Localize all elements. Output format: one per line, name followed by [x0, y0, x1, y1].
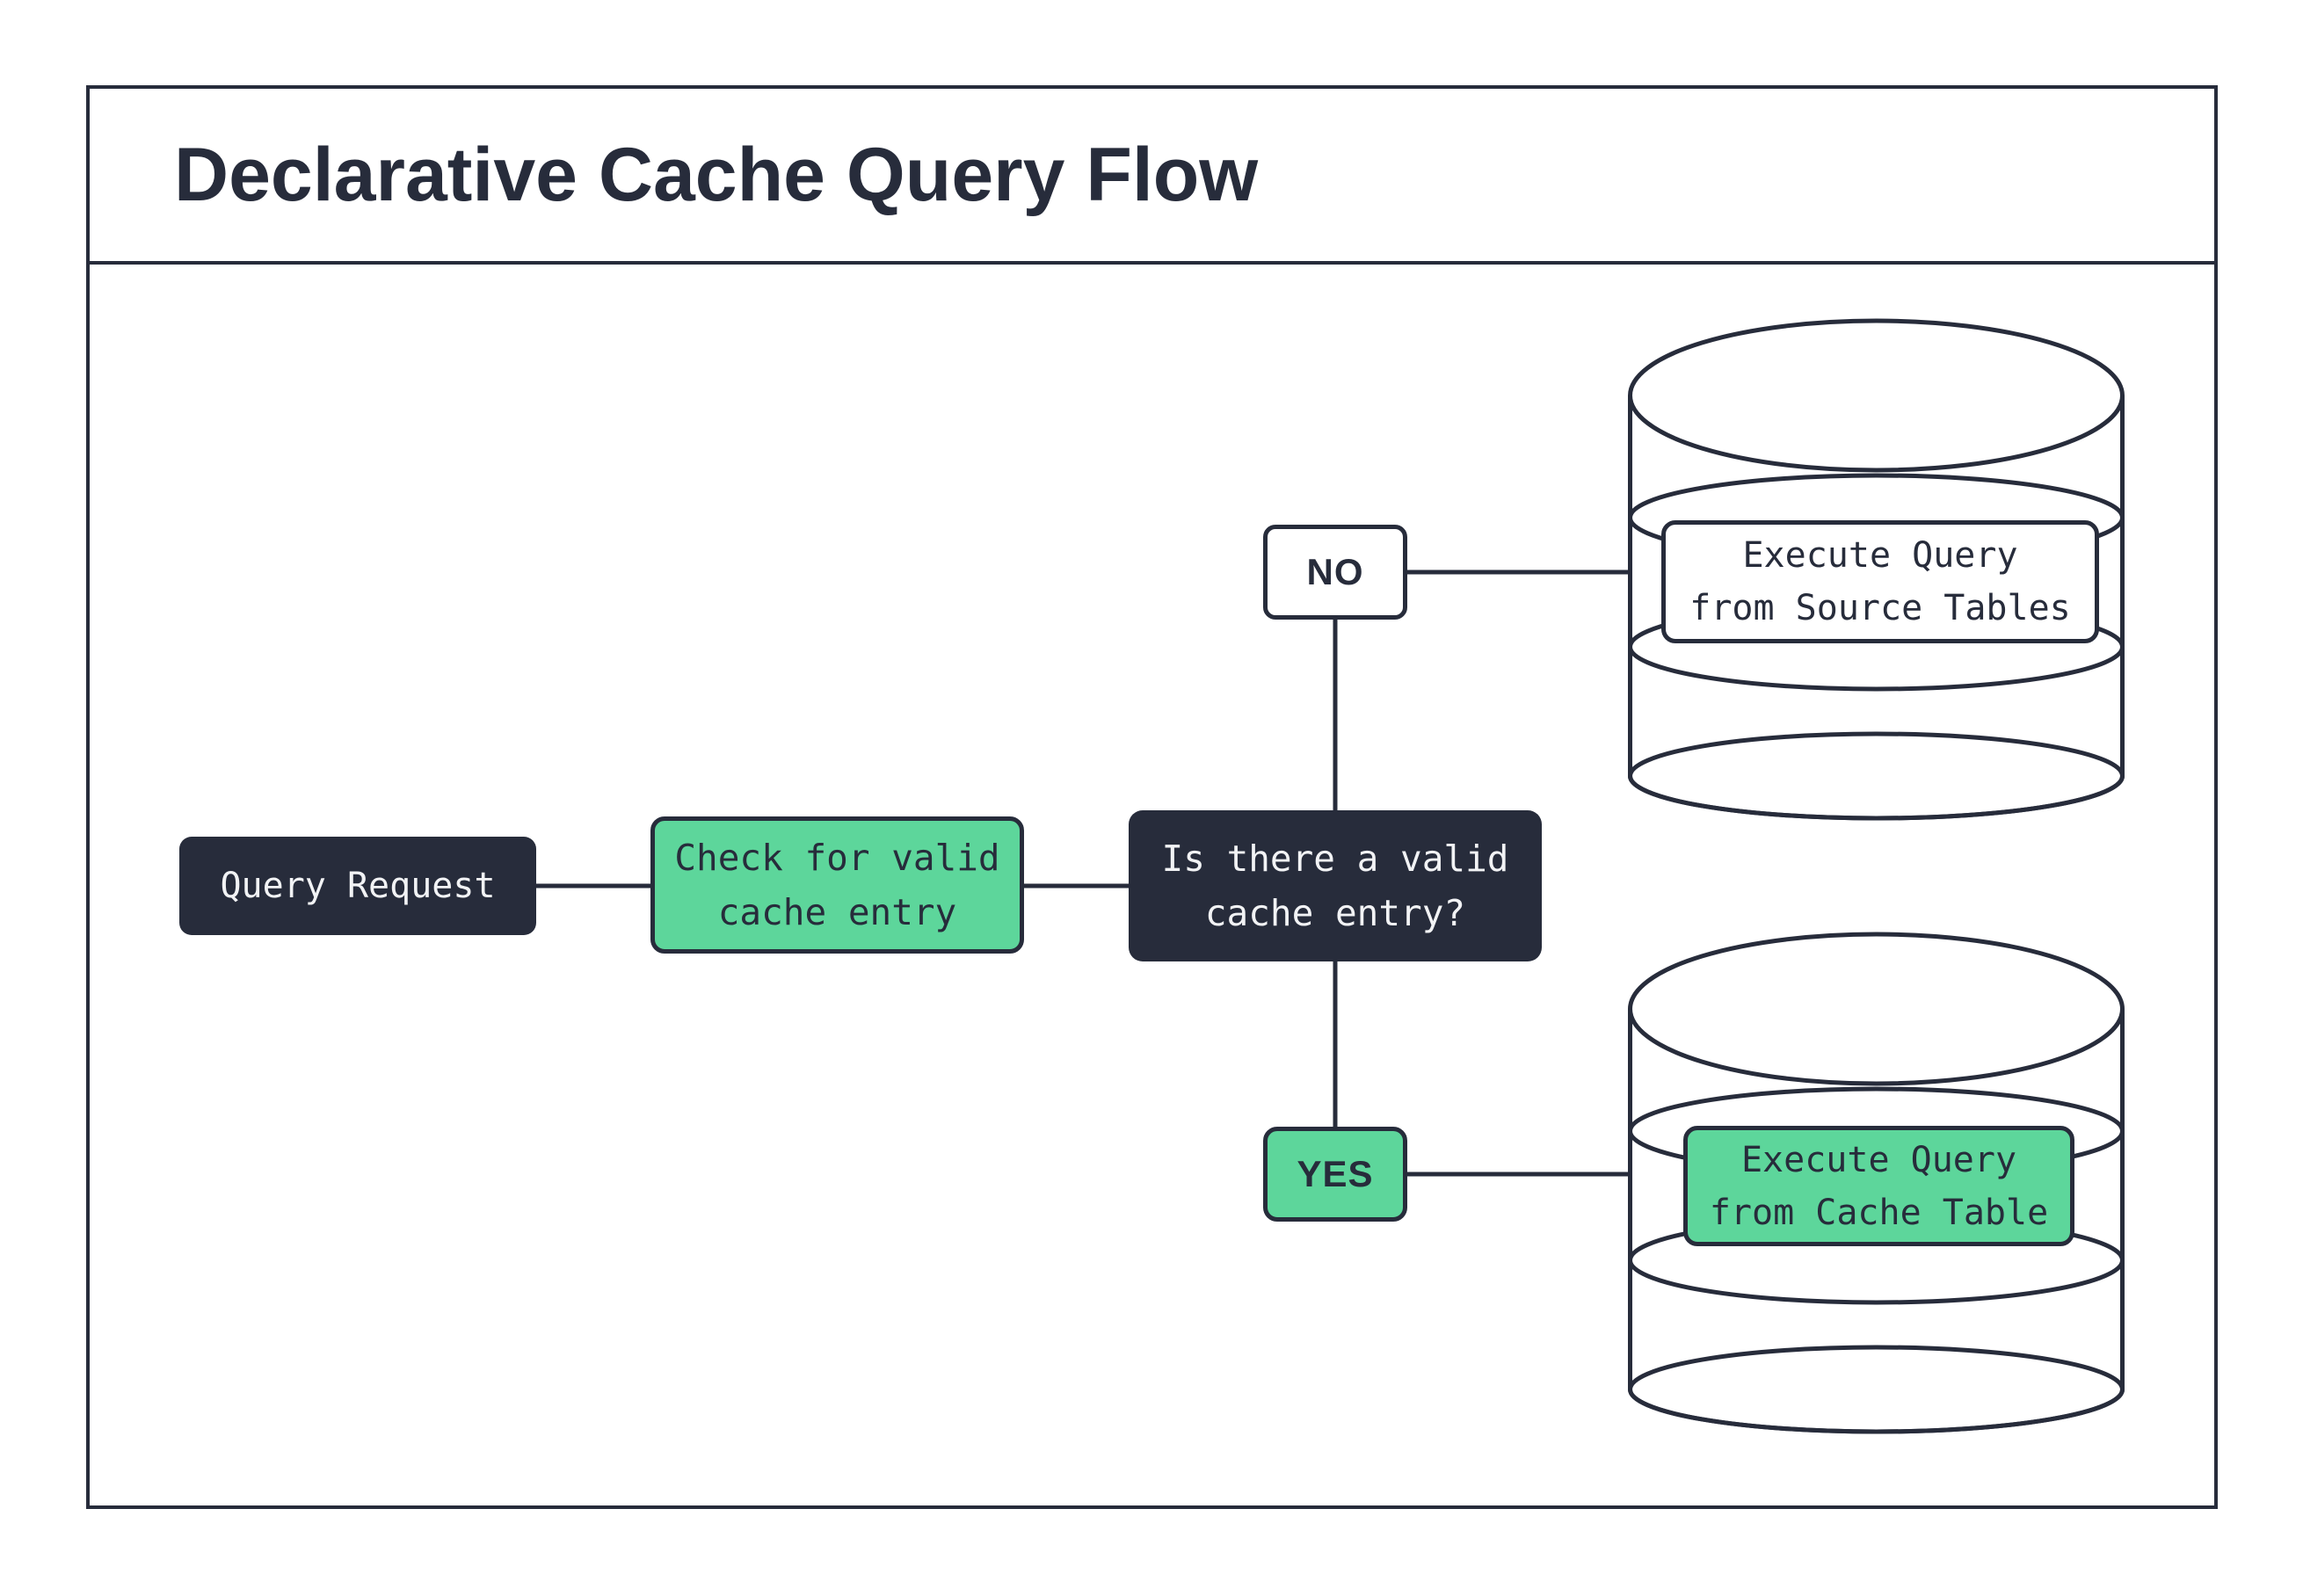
- db-label-execute-from-cache-table: Execute Query from Cache Table: [1683, 1126, 2074, 1246]
- page-title: Declarative Cache Query Flow: [174, 132, 1259, 217]
- diagram-header: Declarative Cache Query Flow: [90, 89, 2214, 265]
- flow-node-decision-valid-cache: Is there a valid cache entry?: [1129, 810, 1542, 961]
- diagram-frame: Declarative Cache Query Flow: [86, 85, 2218, 1509]
- db-label-execute-from-source-tables: Execute Query from Source Tables: [1661, 520, 2099, 643]
- flow-node-query-request: Query Request: [179, 837, 536, 935]
- branch-label-no: NO: [1263, 525, 1407, 620]
- branch-label-yes: YES: [1263, 1127, 1407, 1222]
- flow-node-check-cache: Check for valid cache entry: [650, 816, 1024, 954]
